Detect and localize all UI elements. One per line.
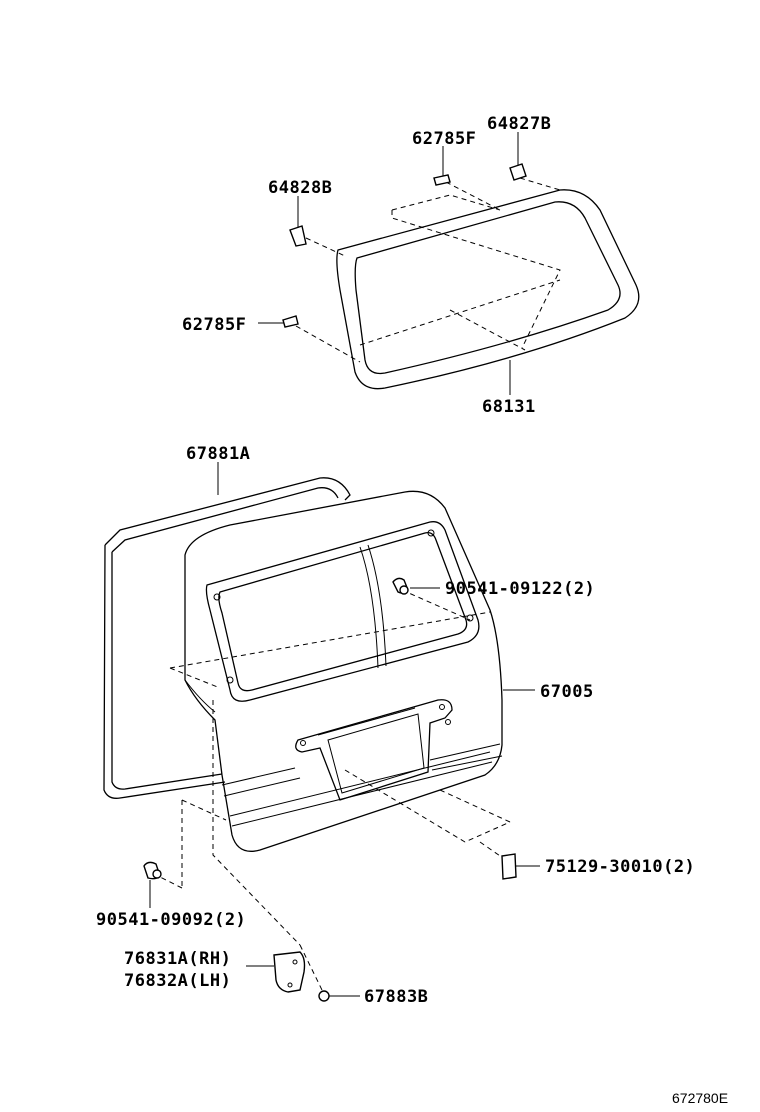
label-90541-09122: 90541-09122(2)	[445, 579, 595, 599]
label-62785F-top: 62785F	[412, 129, 476, 149]
label-67883B: 67883B	[364, 987, 428, 1007]
clip-62785F-top	[433, 146, 451, 186]
label-67881A: 67881A	[186, 444, 250, 464]
bolt-90541-09122	[392, 577, 440, 595]
label-90541-09092: 90541-09092(2)	[96, 910, 246, 930]
cushion-75129-30010	[501, 853, 540, 880]
label-64828B: 64828B	[268, 178, 332, 198]
label-62785F-left: 62785F	[182, 315, 246, 335]
label-68131: 68131	[482, 397, 536, 417]
label-76832A-LH: 76832A(LH)	[124, 971, 231, 991]
bumper-90541-09092	[143, 861, 162, 908]
clip-67883B	[318, 990, 360, 1002]
back-window-glass-group	[295, 177, 640, 395]
clip-62785F-left	[258, 315, 299, 328]
weatherstrip-67881A	[103, 462, 351, 799]
label-76831A-RH: 76831A(RH)	[124, 949, 231, 969]
label-64827B: 64827B	[487, 114, 551, 134]
label-67005: 67005	[540, 682, 594, 702]
cover-76831A-76832A	[246, 951, 306, 993]
back-door-panel-67005	[157, 490, 535, 991]
figure-id: 672780E	[672, 1090, 728, 1106]
clip-64828B	[289, 196, 307, 247]
label-75129-30010: 75129-30010(2)	[545, 857, 695, 877]
clip-64827B	[509, 132, 527, 181]
